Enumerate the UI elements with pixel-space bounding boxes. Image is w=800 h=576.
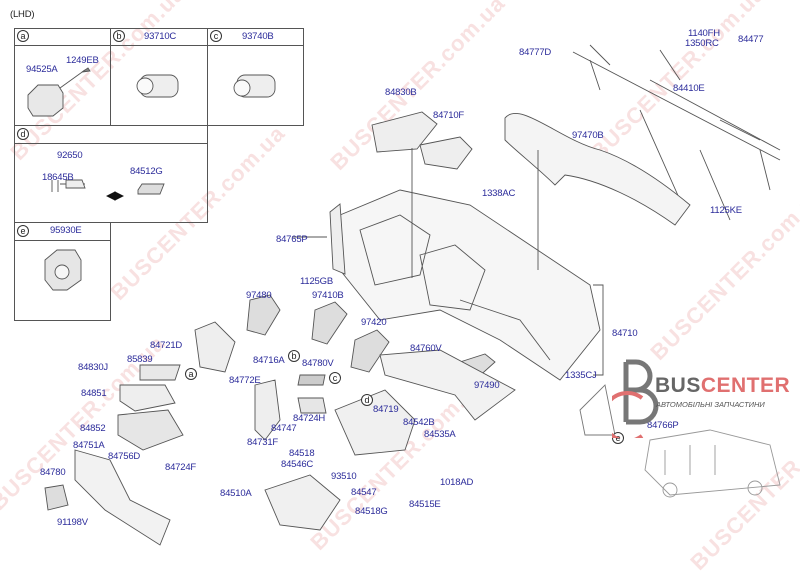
inset-box-c — [207, 28, 304, 126]
part-label[interactable]: 84747 — [271, 423, 297, 434]
part-label[interactable]: 91198V — [57, 517, 88, 528]
callout-b: b — [288, 350, 300, 362]
part-label[interactable]: 84780 — [40, 467, 66, 478]
inset-letter-e: e — [17, 225, 29, 237]
logo-subtitle: АВТОМОБІЛЬНІ ЗАПЧАСТИНИ — [656, 400, 765, 409]
part-label[interactable]: 84512G — [130, 166, 163, 177]
part-label[interactable]: 84510A — [220, 488, 252, 499]
part-label[interactable]: 1125GB — [300, 276, 333, 287]
part-label[interactable]: 84760V — [410, 343, 442, 354]
parts-drawing — [27, 44, 781, 546]
part-label[interactable]: 84852 — [80, 423, 106, 434]
part-label[interactable]: 1335CJ — [565, 370, 597, 381]
part-label[interactable]: 84724H — [293, 413, 326, 424]
buscenter-logo: BUSCENTER АВТОМОБІЛЬНІ ЗАПЧАСТИНИ — [612, 358, 790, 438]
part-label[interactable]: 84710F — [433, 110, 465, 121]
part-label[interactable]: 95930E — [50, 225, 82, 236]
part-label[interactable]: 93740B — [242, 31, 274, 42]
inset-letter-b: b — [113, 30, 125, 42]
part-label[interactable]: 97480 — [246, 290, 272, 301]
inset-letter-c: c — [210, 30, 222, 42]
part-label[interactable]: 84477 — [738, 34, 764, 45]
part-label[interactable]: 93510 — [331, 471, 357, 482]
inset-letter-a: a — [17, 30, 29, 42]
inset-box-a — [14, 28, 111, 126]
part-label[interactable]: 84542B — [403, 417, 435, 428]
part-label[interactable]: 84751A — [73, 440, 105, 451]
part-label[interactable]: 84777D — [519, 47, 552, 58]
part-label[interactable]: 84716A — [253, 355, 285, 366]
part-label[interactable]: 93710C — [144, 31, 177, 42]
part-label[interactable]: 1249EB — [66, 55, 99, 66]
part-label[interactable]: 84766P — [647, 420, 679, 431]
part-label[interactable]: 94525A — [26, 64, 58, 75]
part-label[interactable]: 84772E — [229, 375, 261, 386]
part-label[interactable]: 84731F — [247, 437, 279, 448]
part-label[interactable]: 84518 — [289, 448, 315, 459]
part-label[interactable]: 92650 — [57, 150, 83, 161]
part-label[interactable]: 84830B — [385, 87, 417, 98]
part-label[interactable]: 84515E — [409, 499, 441, 510]
logo-emblem-icon — [612, 359, 659, 438]
part-label[interactable]: 1338AC — [482, 188, 516, 199]
part-label[interactable]: 85839 — [127, 354, 153, 365]
part-label[interactable]: 84765P — [276, 234, 308, 245]
part-label[interactable]: 97470B — [572, 130, 604, 141]
part-label[interactable]: 84410E — [673, 83, 705, 94]
part-label[interactable]: 97410B — [312, 290, 344, 301]
part-label[interactable]: 84546C — [281, 459, 314, 470]
part-label[interactable]: 1018AD — [440, 477, 474, 488]
part-label[interactable]: 84535A — [424, 429, 456, 440]
inset-box-d — [14, 125, 208, 223]
part-label[interactable]: 1140FH — [688, 28, 720, 39]
part-label[interactable]: 84710 — [612, 328, 638, 339]
inset-box-e — [14, 222, 111, 321]
callout-a: a — [185, 368, 197, 380]
part-label[interactable]: 84780V — [302, 358, 334, 369]
callout-d: d — [361, 394, 373, 406]
part-label[interactable]: 1125KE — [710, 205, 742, 216]
callout-e: e — [612, 432, 624, 444]
part-label[interactable]: 84547 — [351, 487, 377, 498]
part-label[interactable]: 18645B — [42, 172, 74, 183]
variant-label: (LHD) — [10, 9, 35, 20]
part-label[interactable]: 97420 — [361, 317, 387, 328]
part-label[interactable]: 84721D — [150, 340, 183, 351]
inset-letter-d: d — [17, 128, 29, 140]
part-label[interactable]: 84719 — [373, 404, 399, 415]
callout-c: c — [329, 372, 341, 384]
part-label[interactable]: 1350RC — [685, 38, 719, 49]
inset-box-b — [110, 28, 208, 126]
part-label[interactable]: 84518G — [355, 506, 388, 517]
logo-name: BUSCENTER — [655, 374, 791, 397]
part-label[interactable]: 84724F — [165, 462, 197, 473]
part-label[interactable]: 84830J — [78, 362, 108, 373]
part-label[interactable]: 84756D — [108, 451, 141, 462]
part-label[interactable]: 97490 — [474, 380, 500, 391]
part-label[interactable]: 84851 — [81, 388, 107, 399]
